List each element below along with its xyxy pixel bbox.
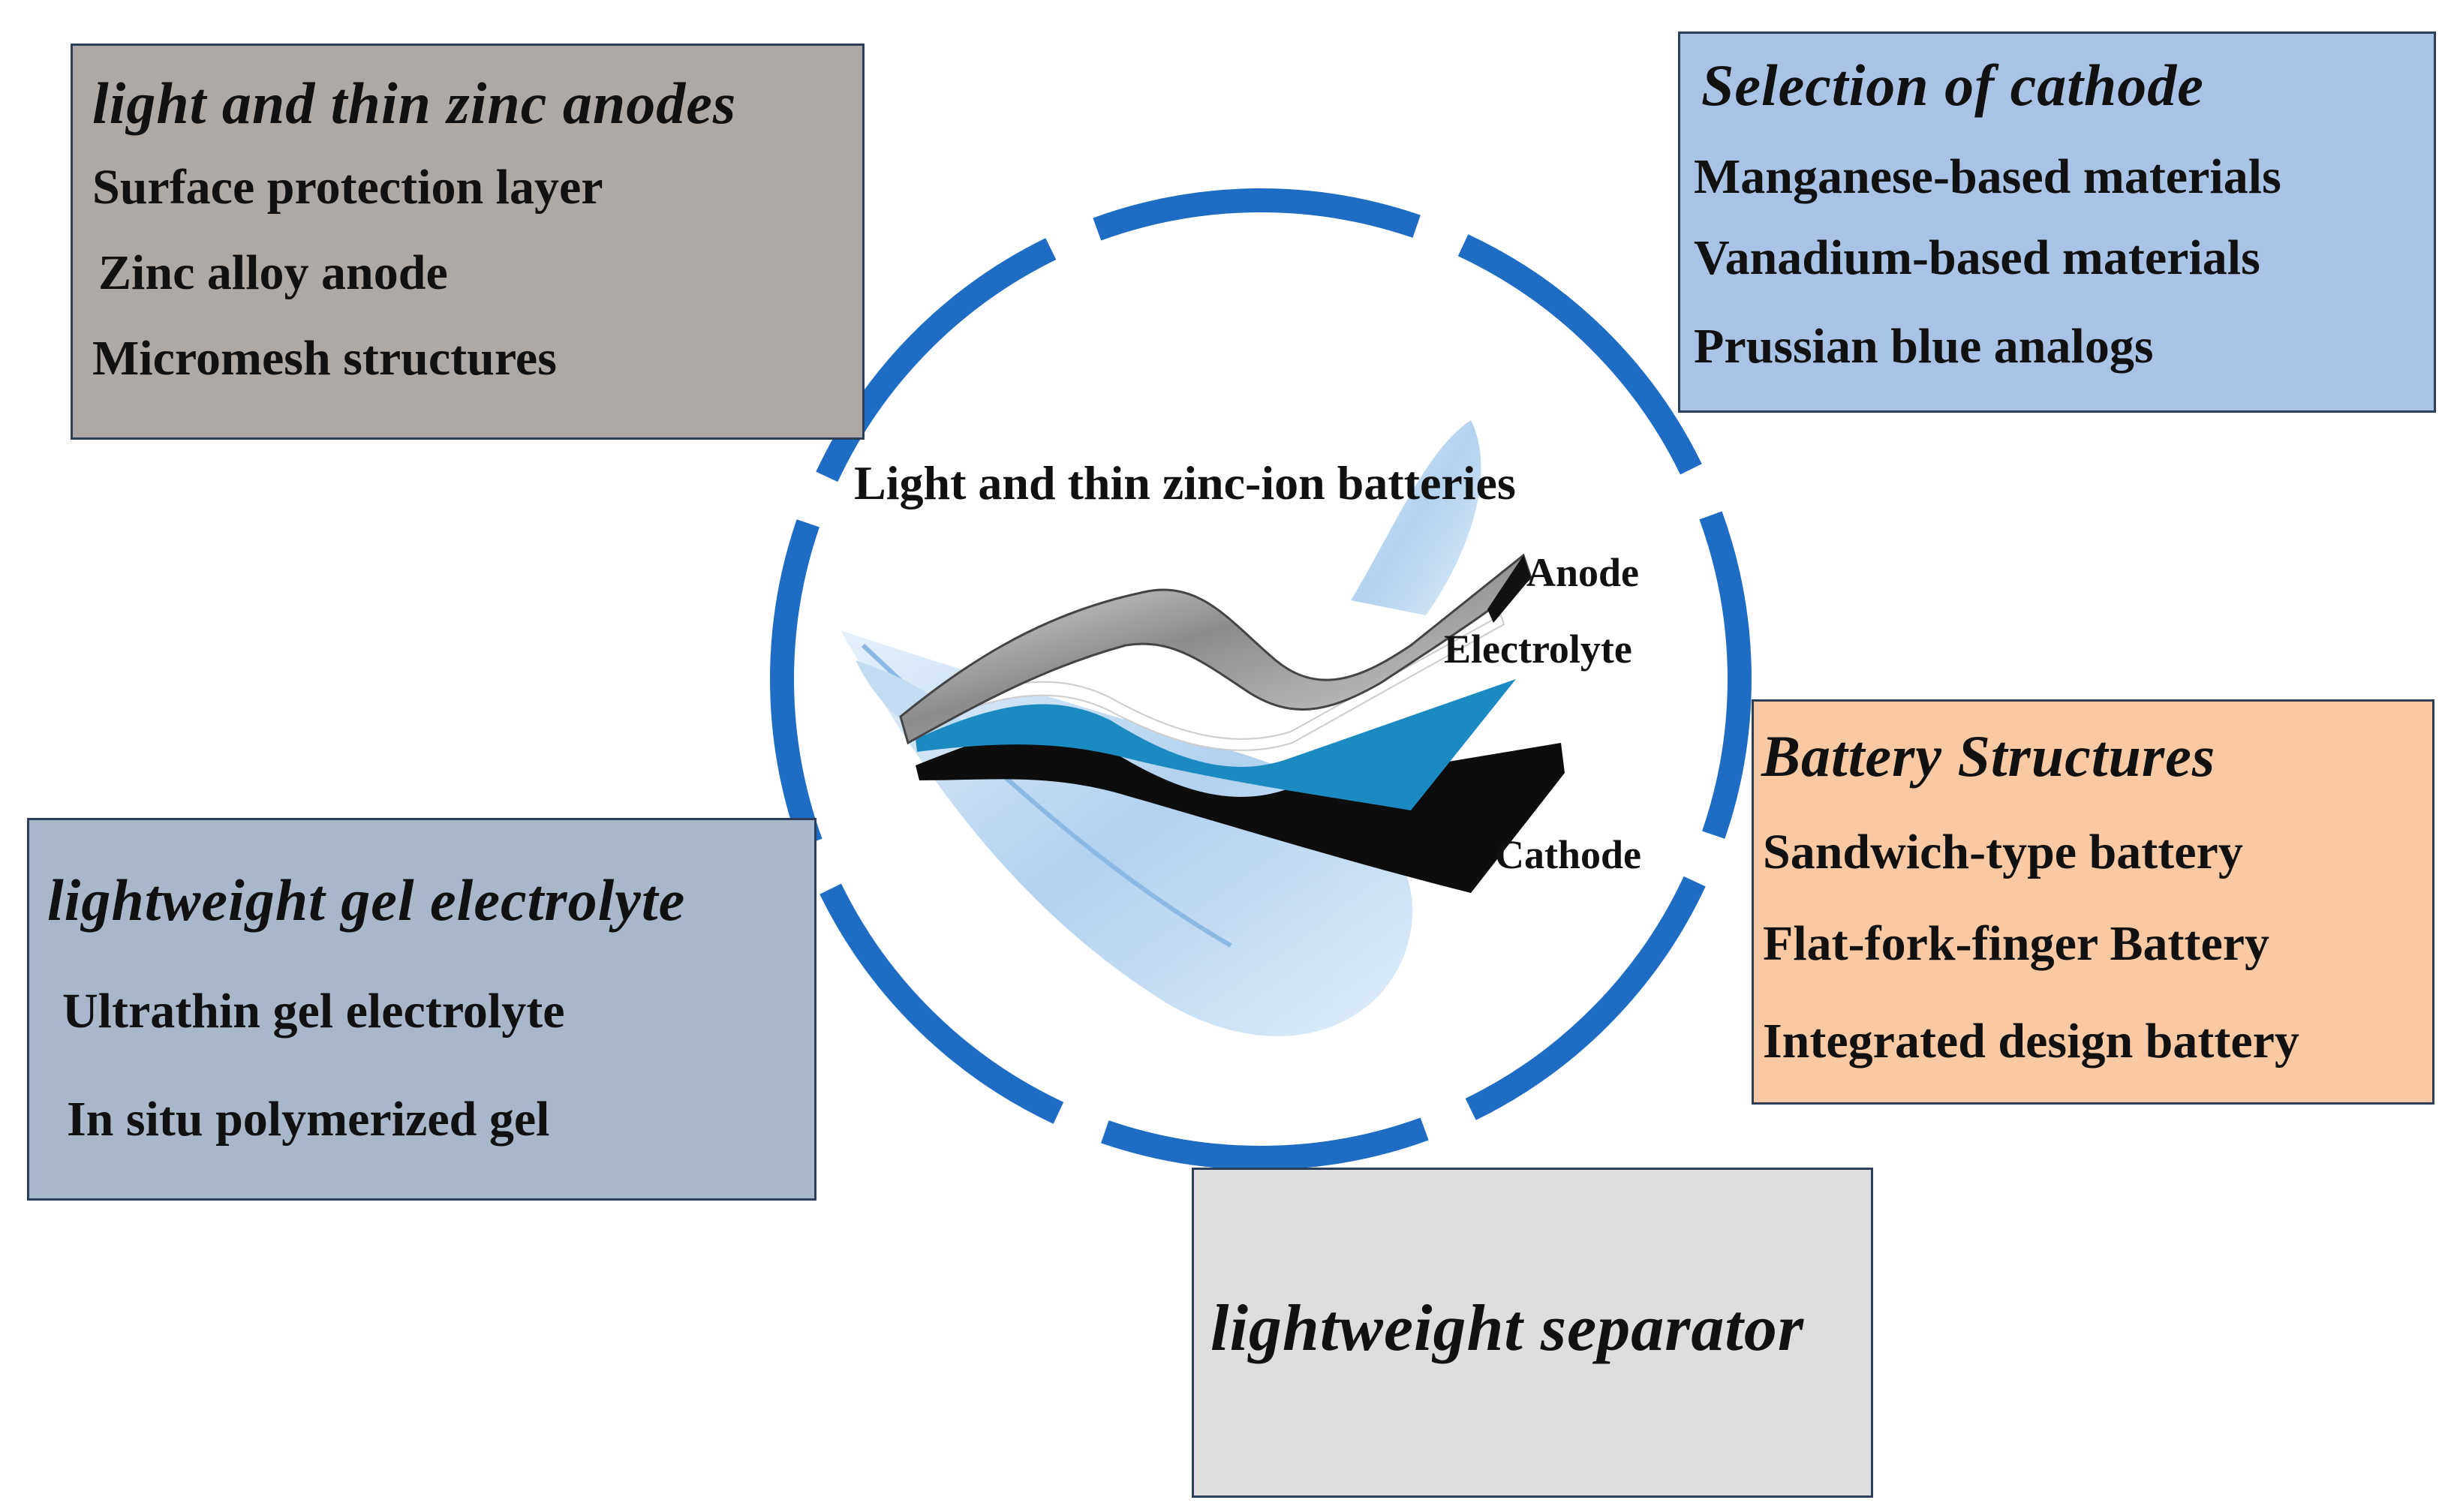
- ring-segment: [1699, 511, 1752, 839]
- ring-segment: [1101, 1117, 1429, 1170]
- cathode-box: Selection of cathode Manganese-based mat…: [1678, 32, 2436, 413]
- separator-title: lightweight separator: [1210, 1292, 1805, 1365]
- anodes-box: light and thin zinc anodes Surface prote…: [71, 44, 865, 440]
- anode-label: Anode: [1526, 550, 1640, 595]
- gel-electrolyte-box: lightweight gel electrolyte Ultrathin ge…: [27, 818, 816, 1201]
- structures-item: Sandwich-type battery: [1763, 825, 2243, 879]
- anodes-title: light and thin zinc anodes: [92, 71, 737, 136]
- electrolyte-label: Electrolyte: [1444, 627, 1632, 672]
- structures-item: Flat-fork-finger Battery: [1763, 916, 2270, 971]
- anodes-item: Micromesh structures: [92, 331, 557, 386]
- cathode-label: Cathode: [1495, 832, 1642, 877]
- battery-structures-box: Battery Structures Sandwich-type battery…: [1752, 699, 2434, 1105]
- ring-segment: [1457, 234, 1702, 475]
- ring-segment: [770, 519, 823, 847]
- electrolyte-layer: [916, 679, 1516, 810]
- anode-layer: [899, 553, 1532, 745]
- structures-item: Integrated design battery: [1763, 1014, 2299, 1069]
- battery-layers: [899, 553, 1565, 893]
- cathode-item: Prussian blue analogs: [1694, 319, 2154, 374]
- cathode-item: Vanadium-based materials: [1694, 230, 2260, 285]
- center-title: Light and thin zinc-ion batteries: [854, 456, 1516, 510]
- separator-box: lightweight separator: [1192, 1168, 1873, 1498]
- anodes-item: Surface protection layer: [92, 160, 603, 215]
- cathode-title: Selection of cathode: [1701, 53, 2204, 118]
- ring-segment: [1465, 876, 1706, 1120]
- cathode-item: Manganese-based materials: [1694, 149, 2281, 204]
- gel-item: Ultrathin gel electrolyte: [62, 984, 565, 1039]
- gel-title: lightweight gel electrolyte: [47, 867, 686, 933]
- anodes-item: Zinc alloy anode: [98, 245, 448, 300]
- ring-segment: [819, 883, 1064, 1124]
- structures-title: Battery Structures: [1761, 723, 2216, 789]
- ring-segment: [1093, 188, 1421, 241]
- gel-item: In situ polymerized gel: [67, 1092, 550, 1147]
